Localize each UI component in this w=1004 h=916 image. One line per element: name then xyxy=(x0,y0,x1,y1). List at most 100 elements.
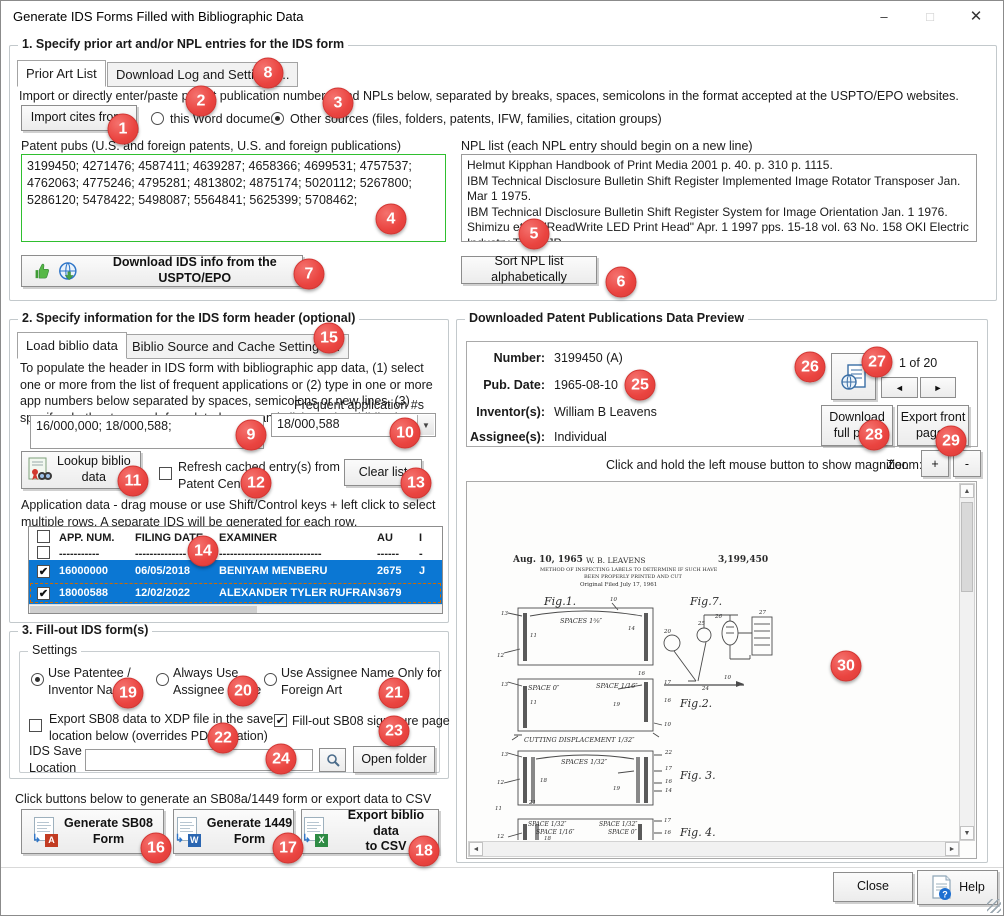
patent-text: 26 xyxy=(714,614,722,620)
preview-horizontal-scrollbar[interactable]: ◄ ► xyxy=(468,841,960,857)
table-row[interactable]: 16000000 06/05/2018 BENIYAM MENBERU 2675… xyxy=(29,560,442,582)
app-table-hint: Application data - drag mouse or use Shi… xyxy=(21,498,436,529)
patent-text: SPACES 1/32″ xyxy=(561,758,608,766)
search-icon xyxy=(326,754,340,767)
patent-text: 17 xyxy=(665,766,672,772)
patent-text: Fig.7. xyxy=(689,595,722,608)
refresh-cached-label: Refresh cached entry(s) from Patent Cent… xyxy=(178,460,340,491)
generate-sb08-button[interactable]: ↳ A Generate SB08 Form xyxy=(21,809,164,854)
header-checkbox[interactable] xyxy=(37,530,50,543)
zoom-out-button[interactable]: - xyxy=(953,450,981,477)
patent-text: Fig.1. xyxy=(543,595,576,608)
radio-this-word-document[interactable] xyxy=(151,112,164,125)
patent-text: 3,199,450 xyxy=(718,555,768,565)
export-xdp-label: Export SB08 data to XDP file in the save… xyxy=(49,712,274,743)
patent-text: 14 xyxy=(628,626,635,632)
callout-badge-23: 23 xyxy=(378,715,410,747)
patent-text: SPACE 0″ xyxy=(608,829,638,836)
patent-text: SPACE 0″ xyxy=(528,684,560,692)
globe-document-icon xyxy=(840,363,866,390)
patent-text: CUTTING DISPLACEMENT 1/32″ xyxy=(524,736,635,744)
patent-text: Aug. 10, 1965 xyxy=(512,555,583,565)
group-fill-out: 3. Fill-out IDS form(s) xyxy=(9,623,449,779)
minimize-button[interactable]: – xyxy=(880,9,888,24)
export-xdp-checkbox[interactable] xyxy=(29,719,42,732)
patent-text: 21 xyxy=(528,800,536,806)
help-icon: ? xyxy=(932,874,952,900)
preview-vertical-scrollbar[interactable]: ▲ ▼ xyxy=(959,483,975,841)
inventors-label: Inventor(s): xyxy=(476,405,545,419)
download-ids-info-button[interactable]: Download IDS info from the USPTO/EPO xyxy=(21,255,303,287)
callout-badge-28: 28 xyxy=(858,419,890,451)
table-row[interactable]: 18000588 12/02/2022 ALEXANDER TYLER RUFR… xyxy=(29,582,442,604)
callout-badge-22: 22 xyxy=(207,722,239,754)
group-preview: Downloaded Patent Publications Data Prev… xyxy=(456,311,988,863)
prev-pub-button[interactable]: ◄ xyxy=(881,377,918,398)
radio-assignee-foreign-label: Use Assignee Name Only for Foreign Art xyxy=(281,666,442,697)
app-numbers-input[interactable]: 16/000,000; 18/000,588; xyxy=(30,415,264,449)
group2-legend: 2. Specify information for the IDS form … xyxy=(18,311,360,325)
vertical-scroll-thumb[interactable] xyxy=(961,502,973,592)
row1-checkbox[interactable] xyxy=(37,564,50,578)
refresh-cached-checkbox[interactable] xyxy=(159,467,172,480)
row2-checkbox[interactable] xyxy=(37,586,50,600)
table-horizontal-scrollbar[interactable] xyxy=(29,604,442,613)
close-button[interactable]: Close xyxy=(833,872,913,902)
open-folder-button[interactable]: Open folder xyxy=(353,746,435,773)
zoom-label: Zoom: xyxy=(887,458,923,472)
browse-save-location-button[interactable] xyxy=(319,748,346,772)
patent-text: 10 xyxy=(724,675,731,681)
ids-save-location-input[interactable] xyxy=(85,749,313,771)
tab-prior-art-list[interactable]: Prior Art List xyxy=(17,60,106,87)
resize-grip[interactable] xyxy=(987,899,1001,913)
patent-text: 16 xyxy=(664,698,671,704)
radio-use-patentee[interactable] xyxy=(31,673,44,686)
sort-npl-button[interactable]: Sort NPL list alphabetically xyxy=(461,254,597,284)
patent-text: 24 xyxy=(701,686,709,692)
radio-assignee-foreign[interactable] xyxy=(264,673,277,686)
patent-pubs-textarea[interactable]: 3199450; 4271476; 4587411; 4639287; 4658… xyxy=(21,154,446,242)
patent-text: 10 xyxy=(664,722,671,728)
radio-always-assignee[interactable] xyxy=(156,673,169,686)
patent-text: 27 xyxy=(758,610,766,616)
next-pub-button[interactable]: ► xyxy=(920,377,956,398)
tab-biblio-source-settings[interactable]: Biblio Source and Cache Settings ... xyxy=(123,334,350,359)
group3-legend: 3. Fill-out IDS form(s) xyxy=(18,623,153,637)
scroll-up-icon[interactable]: ▲ xyxy=(960,484,974,498)
patent-text: 16 xyxy=(665,779,672,785)
clear-list-button[interactable]: Clear list xyxy=(344,459,422,486)
patent-text: 22 xyxy=(664,750,672,756)
scroll-right-icon[interactable]: ► xyxy=(945,842,959,856)
generate-1449-button[interactable]: ↳ W Generate 1449 Form xyxy=(173,809,294,854)
radio-other-sources[interactable] xyxy=(271,112,284,125)
patent-text: 16 xyxy=(638,671,645,677)
tab-load-biblio-data[interactable]: Load biblio data xyxy=(17,332,127,359)
callout-badge-20: 20 xyxy=(227,675,259,707)
help-button[interactable]: ? Help xyxy=(917,870,998,905)
scroll-down-icon[interactable]: ▼ xyxy=(960,826,974,840)
scroll-left-icon[interactable]: ◄ xyxy=(469,842,483,856)
callout-badge-8: 8 xyxy=(252,57,284,89)
callout-badge-14: 14 xyxy=(187,535,219,567)
open-pub-webpage-button[interactable] xyxy=(831,353,876,400)
patent-pubs-label: Patent pubs (U.S. and foreign patents, U… xyxy=(21,139,402,153)
signature-page-checkbox[interactable] xyxy=(274,714,287,727)
dash-checkbox[interactable] xyxy=(37,545,50,559)
patent-text: Fig. 4. xyxy=(679,826,716,839)
maximize-button[interactable]: □ xyxy=(926,9,934,24)
magnifier-hint: Click and hold the left mouse button to … xyxy=(606,458,909,472)
settings-legend: Settings xyxy=(28,643,82,657)
callout-badge-11: 11 xyxy=(117,465,149,497)
npl-list-textarea[interactable]: Helmut Kipphan Handbook of Print Media 2… xyxy=(461,154,977,242)
group-prior-art: 1. Specify prior art and/or NPL entries … xyxy=(9,37,997,301)
callout-badge-26: 26 xyxy=(794,351,826,383)
excel-doc-icon: ↳ X xyxy=(302,816,328,847)
patent-text: 25 xyxy=(697,621,705,627)
application-table[interactable]: APP. NUM. FILING DATE EXAMINER AU I ----… xyxy=(28,526,443,614)
callout-badge-1: 1 xyxy=(107,113,139,145)
close-window-button[interactable]: ✕ xyxy=(969,8,983,25)
callout-badge-2: 2 xyxy=(185,85,217,117)
callout-badge-5: 5 xyxy=(518,218,550,250)
